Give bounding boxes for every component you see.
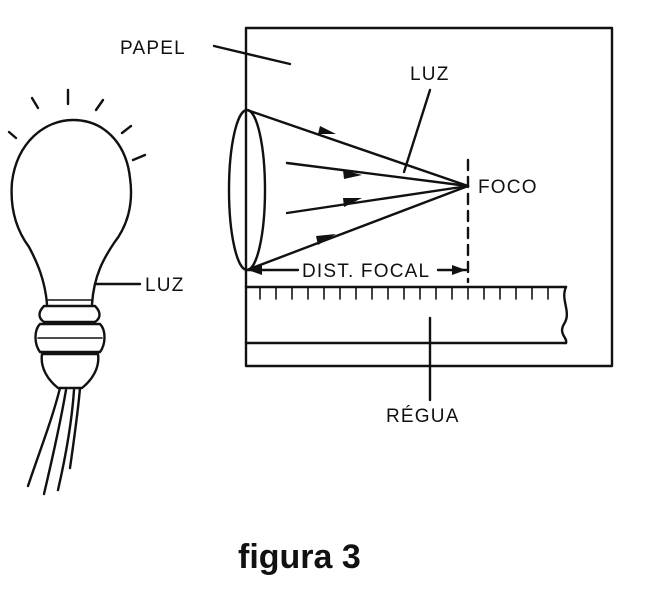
bulb-wires bbox=[26, 386, 82, 496]
dist-focal-label: DIST. FOCAL bbox=[302, 261, 430, 282]
luz-bulb-label: LUZ bbox=[145, 275, 185, 296]
bulb-base bbox=[38, 304, 101, 324]
papel-label: PAPEL bbox=[120, 38, 186, 59]
ray-arrow bbox=[318, 126, 336, 134]
ray-arrow bbox=[343, 170, 362, 179]
light-rays bbox=[7, 88, 147, 162]
converging-rays bbox=[245, 108, 470, 272]
bulb-glass bbox=[10, 118, 133, 306]
light-bulb bbox=[7, 88, 147, 496]
ruler bbox=[244, 285, 569, 345]
foco-label: FOCO bbox=[478, 177, 538, 198]
regua-label: RÉGUA bbox=[386, 406, 460, 427]
luz-top-label: LUZ bbox=[410, 64, 450, 85]
focal-distance-dimension bbox=[246, 265, 468, 275]
ruler-ticks bbox=[259, 286, 549, 300]
ray-arrow bbox=[316, 234, 336, 245]
figure-caption: figura 3 bbox=[238, 538, 361, 576]
ray-arrow bbox=[343, 198, 362, 207]
